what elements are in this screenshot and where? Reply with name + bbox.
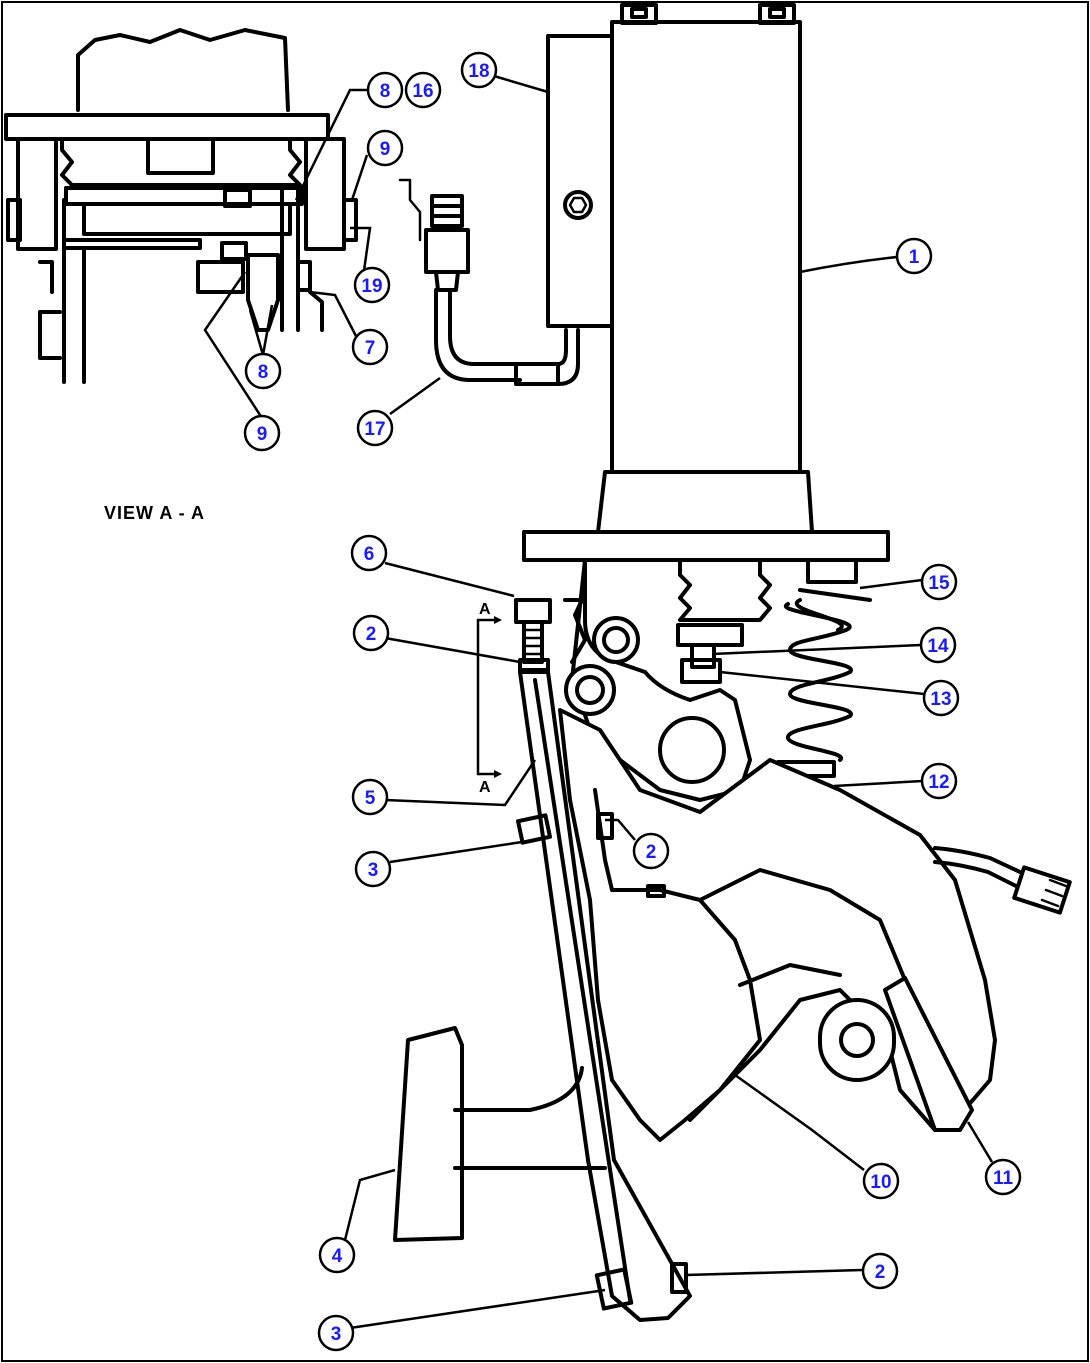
callout-3-lower: 3 bbox=[317, 1314, 355, 1352]
view-a-a-drawing bbox=[4, 28, 358, 384]
callout-8-bottom: 8 bbox=[244, 352, 282, 390]
callout-9-top: 9 bbox=[366, 129, 404, 167]
callout-label: 16 bbox=[412, 81, 433, 102]
spring-part bbox=[776, 558, 872, 778]
callout-label: 14 bbox=[927, 636, 949, 657]
callout-label: 3 bbox=[331, 1324, 342, 1345]
callout-label: 2 bbox=[366, 624, 377, 645]
callout-2-middle: 2 bbox=[632, 832, 670, 870]
callout-3-upper: 3 bbox=[354, 850, 392, 888]
callout-label: 19 bbox=[361, 276, 382, 297]
view-a-a-label: VIEW A - A bbox=[104, 503, 205, 523]
callout-label: 18 bbox=[468, 61, 489, 82]
callout-10: 10 bbox=[862, 1162, 900, 1200]
section-mark-top: A bbox=[479, 601, 491, 618]
callout-16: 16 bbox=[404, 71, 442, 109]
callout-8-top: 8 bbox=[366, 71, 404, 109]
callout-label: 7 bbox=[365, 338, 376, 359]
callout-label: 1 bbox=[909, 247, 920, 268]
callout-label: 12 bbox=[928, 772, 949, 793]
callout-11: 11 bbox=[984, 1158, 1022, 1196]
callout-6: 6 bbox=[350, 534, 388, 572]
callout-label: 13 bbox=[930, 689, 951, 710]
callout-13: 13 bbox=[922, 679, 960, 717]
callout-label: 5 bbox=[365, 788, 376, 809]
callout-label: 9 bbox=[380, 139, 391, 160]
callout-label: 11 bbox=[993, 1168, 1014, 1189]
callout-label: 10 bbox=[870, 1172, 891, 1193]
callout-2-upper: 2 bbox=[352, 614, 390, 652]
callout-1: 1 bbox=[895, 237, 933, 275]
callout-14: 14 bbox=[919, 626, 957, 664]
callout-label: 2 bbox=[646, 842, 657, 863]
callout-label: 8 bbox=[258, 362, 269, 383]
callout-18: 18 bbox=[460, 51, 498, 89]
callout-label: 2 bbox=[875, 1262, 886, 1283]
callout-label: 6 bbox=[364, 544, 375, 565]
callout-label: 17 bbox=[364, 419, 385, 440]
callout-label: 8 bbox=[380, 81, 391, 102]
callout-15: 15 bbox=[920, 563, 958, 601]
callout-label: 4 bbox=[332, 1246, 343, 1267]
callout-9-bottom: 9 bbox=[243, 414, 281, 452]
callout-4: 4 bbox=[318, 1236, 356, 1274]
callout-5: 5 bbox=[351, 778, 389, 816]
section-mark-bottom: A bbox=[479, 779, 491, 796]
callout-label: 15 bbox=[928, 573, 950, 594]
callout-7: 7 bbox=[351, 328, 389, 366]
callout-12: 12 bbox=[920, 762, 958, 800]
callout-label: 9 bbox=[257, 424, 268, 445]
callout-label: 3 bbox=[368, 860, 379, 881]
callout-19: 19 bbox=[353, 266, 391, 304]
callout-17: 17 bbox=[356, 409, 394, 447]
leader-lines bbox=[203, 74, 994, 1330]
callout-2-lower: 2 bbox=[861, 1252, 899, 1290]
main-assembly-drawing bbox=[393, 3, 1072, 1322]
